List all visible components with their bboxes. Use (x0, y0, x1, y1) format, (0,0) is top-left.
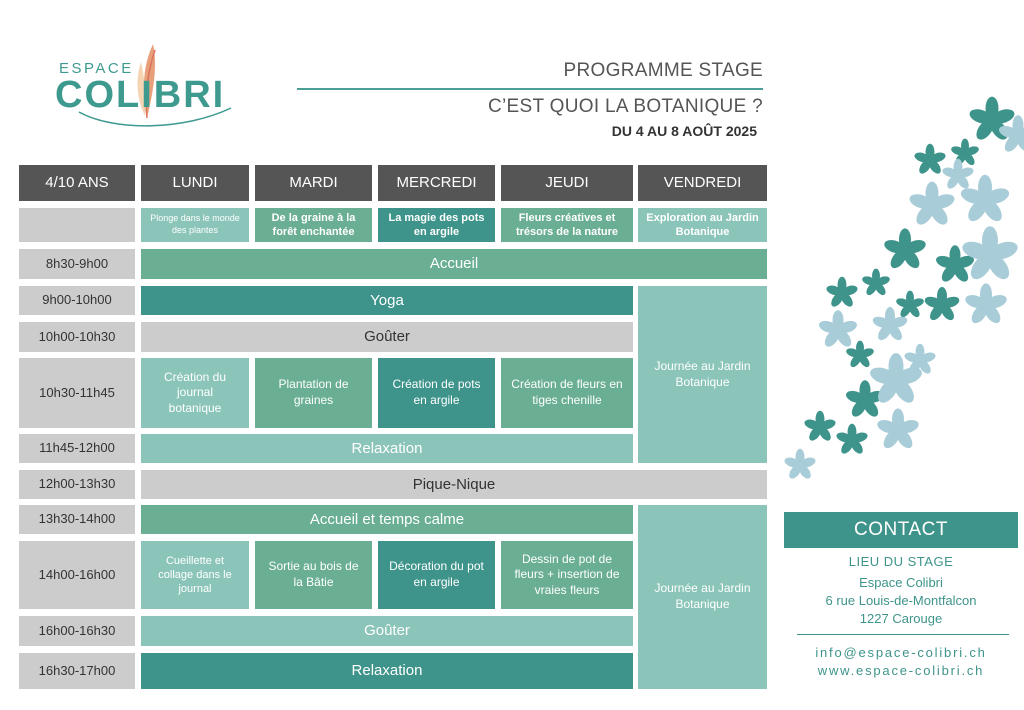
programme-title: PROGRAMME STAGE (563, 60, 763, 81)
header-divider (297, 88, 763, 90)
accueil-bar: Accueil (141, 249, 767, 279)
day-header-jeudi: JEUDI (501, 165, 633, 201)
day-header-vendredi: VENDREDI (638, 165, 767, 201)
friday-morning-block: Journée au Jardin Botanique (638, 286, 767, 463)
logo: ESPACE COLIBRI (55, 40, 245, 130)
contact-web-link[interactable]: www.espace-colibri.ch (817, 663, 985, 678)
theme-title: C’EST QUOI LA BOTANIQUE ? (488, 96, 763, 117)
time-slot: 16h00-16h30 (19, 616, 135, 646)
relaxation-bar: Relaxation (141, 434, 633, 463)
contact-divider (797, 634, 1009, 635)
activity-mardi-morning: Plantation de graines (255, 358, 372, 428)
time-slot: 8h30-9h00 (19, 249, 135, 279)
time-slot: 16h30-17h00 (19, 653, 135, 689)
contact-name: Espace Colibri (859, 575, 943, 590)
age-header: 4/10 ANS (19, 165, 135, 201)
logo-swoosh-icon (78, 107, 232, 127)
friday-afternoon-block: Journée au Jardin Botanique (638, 505, 767, 689)
accueil-calme-bar: Accueil et temps calme (141, 505, 633, 534)
day-header-lundi: LUNDI (141, 165, 249, 201)
dates-title: DU 4 AU 8 AOÛT 2025 (611, 123, 757, 139)
feather-icon (137, 44, 156, 119)
time-slot: 13h30-14h00 (19, 505, 135, 534)
time-slot: 14h00-16h00 (19, 541, 135, 609)
contact-email-link[interactable]: info@espace-colibri.ch (815, 645, 987, 660)
subtitle-jeudi: Fleurs créatives et trésors de la nature (501, 208, 633, 242)
gouter-bar: Goûter (141, 322, 633, 352)
contact-city: 1227 Carouge (859, 611, 943, 626)
day-header-mardi: MARDI (255, 165, 372, 201)
time-slot: 10h30-11h45 (19, 358, 135, 428)
activity-mardi-afternoon: Sortie au bois de la Bâtie (255, 541, 372, 609)
time-slot: 10h00-10h30 (19, 322, 135, 352)
relaxation-bar-afternoon: Relaxation (141, 653, 633, 689)
day-header-mercredi: MERCREDI (378, 165, 495, 201)
activity-mercredi-morning: Création de pots en argile (378, 358, 495, 428)
logo-espace-text: ESPACE (59, 60, 134, 77)
contact-lieu-label: LIEU DU STAGE (848, 554, 954, 569)
subtitle-mardi: De la graine à la forêt enchantée (255, 208, 372, 242)
subtitle-empty-cell (19, 208, 135, 242)
activity-lundi-afternoon: Cueillette et collage dans le journal (141, 541, 249, 609)
subtitle-mercredi: La magie des pots en argile (378, 208, 495, 242)
yoga-bar: Yoga (141, 286, 633, 315)
contact-title: CONTACT (784, 512, 1018, 548)
logo-colibri-text: COLIBRI (55, 74, 226, 116)
time-slot: 12h00-13h30 (19, 470, 135, 499)
time-slot: 9h00-10h00 (19, 286, 135, 315)
subtitle-vendredi: Exploration au Jardin Botanique (638, 208, 767, 242)
activity-jeudi-morning: Création de fleurs en tiges chenille (501, 358, 633, 428)
activity-lundi-morning: Création du journal botanique (141, 358, 249, 428)
contact-street: 6 rue Louis-de-Montfalcon (825, 593, 977, 608)
flower-decoration-icon (783, 96, 1024, 481)
time-slot: 11h45-12h00 (19, 434, 135, 463)
activity-mercredi-afternoon: Décoration du pot en argile (378, 541, 495, 609)
subtitle-lundi: Plonge dans le monde des plantes (141, 208, 249, 242)
gouter-bar-afternoon: Goûter (141, 616, 633, 646)
pique-nique-bar: Pique-Nique (141, 470, 767, 499)
activity-jeudi-afternoon: Dessin de pot de fleurs + insertion de v… (501, 541, 633, 609)
